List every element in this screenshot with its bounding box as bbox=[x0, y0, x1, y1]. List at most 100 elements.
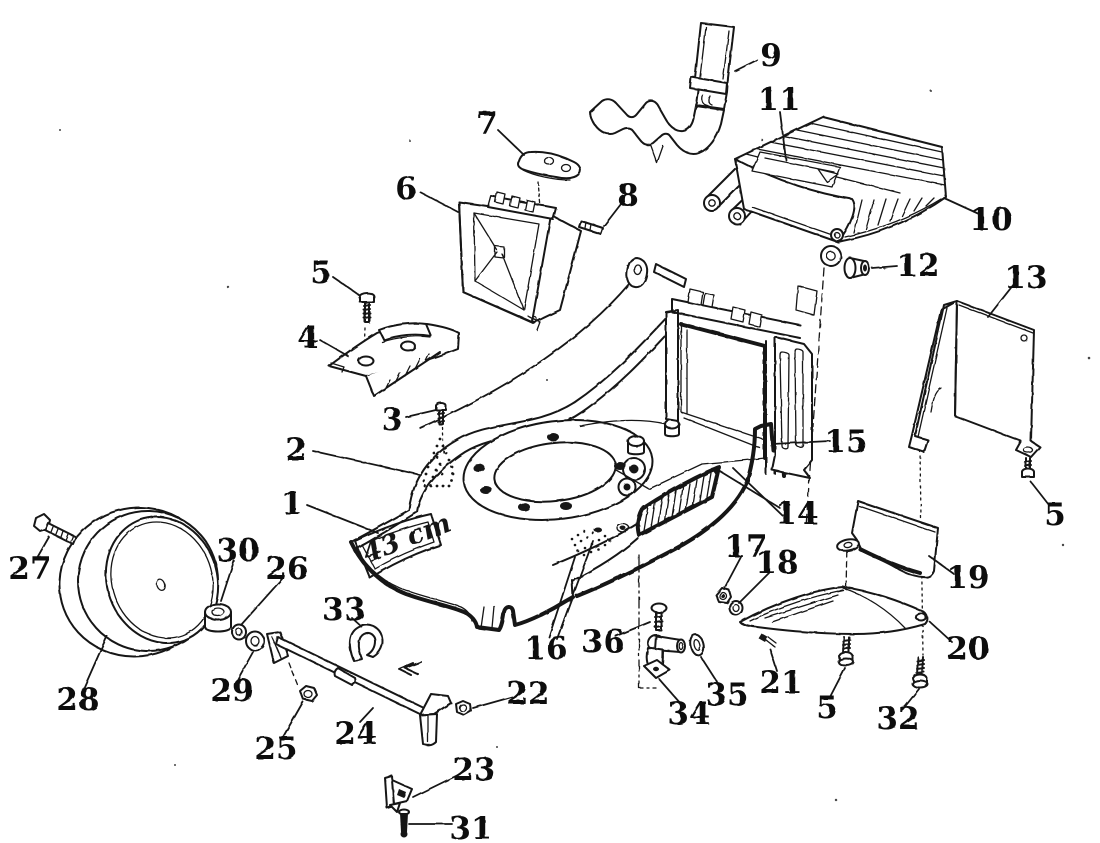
part-24-axle bbox=[266, 631, 452, 747]
deck-size-panel-outer bbox=[354, 513, 442, 579]
deck-rim-left-inner bbox=[355, 511, 418, 550]
part-label-28: 28 bbox=[56, 682, 99, 718]
bushing30-top bbox=[204, 603, 232, 621]
part-label-6: 6 bbox=[395, 171, 417, 207]
deck-rim-curve-outer bbox=[408, 311, 673, 511]
plate-bump bbox=[400, 340, 416, 352]
part-label-9: 9 bbox=[760, 38, 782, 74]
drawing-root: 43 cm bbox=[8, 22, 1091, 843]
part-15-channel bbox=[771, 336, 813, 479]
deck-boss-a-hole bbox=[629, 464, 639, 474]
screw32-shank bbox=[916, 656, 925, 676]
screw32-flange bbox=[911, 679, 929, 689]
leader-line-part-17 bbox=[723, 556, 742, 590]
deck-size-panel-inner bbox=[361, 521, 435, 570]
part-28-wheel bbox=[58, 506, 220, 658]
part-label-14: 14 bbox=[775, 496, 818, 532]
nut17-hole bbox=[718, 591, 728, 601]
deck-cylinder-bosses bbox=[627, 418, 680, 456]
deflector-eyelet-hole bbox=[843, 541, 853, 549]
frame-opening-inner bbox=[680, 323, 766, 449]
screw5b-shank bbox=[1024, 457, 1032, 471]
part-label-5: 5 bbox=[310, 255, 332, 291]
leader-line-part-4 bbox=[319, 339, 349, 357]
cover-arm-a-hole bbox=[708, 199, 716, 207]
leader-line-part-12 bbox=[871, 265, 898, 269]
leader-line-part-30 bbox=[220, 560, 235, 602]
part-label-5: 5 bbox=[1044, 497, 1066, 533]
cover-recess-panel bbox=[751, 151, 841, 188]
part-8-pin bbox=[578, 220, 604, 235]
deck-rim-left-outer bbox=[350, 509, 410, 543]
screw3-head-side bbox=[435, 405, 447, 411]
ring-platform-edges bbox=[579, 419, 766, 490]
screw5a-shank bbox=[363, 301, 371, 323]
cover-arm-b-hole bbox=[733, 212, 741, 220]
axle-right-tab bbox=[419, 693, 452, 716]
leader-line-part-24 bbox=[359, 707, 374, 723]
elbow-flange-hole bbox=[653, 666, 659, 672]
leader-line-part-3 bbox=[405, 409, 437, 418]
dashdot-axis-elbow bbox=[638, 554, 657, 689]
deck-size-marking: 43 cm bbox=[358, 508, 455, 570]
part-6-chute bbox=[458, 191, 582, 331]
frame-opening-dark-edge bbox=[679, 322, 767, 460]
leader-line-part-29 bbox=[237, 651, 254, 680]
dashed-axis-axle bbox=[288, 662, 299, 687]
plate-curb-face bbox=[381, 335, 431, 343]
nut35-hole bbox=[693, 638, 701, 652]
leader-line-part-8 bbox=[603, 203, 622, 227]
cover-hinge-eye-1 bbox=[830, 228, 844, 242]
part-label-25: 25 bbox=[254, 731, 297, 767]
hinge-pin-parts bbox=[625, 257, 687, 289]
hinge-pin-leader-line bbox=[419, 283, 630, 429]
nut22-hex bbox=[455, 700, 472, 716]
guard-fold bbox=[954, 301, 958, 417]
part-16-dotted-patch bbox=[570, 527, 612, 557]
chute-foot-hole bbox=[530, 315, 538, 323]
wheel-rim-ring bbox=[110, 521, 214, 639]
skirt-bolt-detail-1-hole bbox=[620, 526, 626, 530]
part-10-cover bbox=[703, 116, 947, 267]
screw3-shank bbox=[437, 409, 445, 425]
frame-left-post bbox=[665, 309, 679, 422]
screw36-shank bbox=[654, 611, 663, 631]
channel-slot-2 bbox=[794, 348, 804, 448]
leader-line-part-5 bbox=[829, 667, 846, 698]
part-9-bracket bbox=[589, 22, 735, 164]
part-5-screw-bottom bbox=[837, 636, 855, 667]
part-35-nut bbox=[689, 633, 705, 657]
leader-line-part-25 bbox=[282, 701, 304, 738]
nut17-hole-dark bbox=[721, 594, 725, 598]
screw31-tip bbox=[400, 830, 408, 838]
part-label-30: 30 bbox=[216, 533, 259, 569]
cover-clip bbox=[817, 168, 839, 183]
part-1-deck: 43 cm bbox=[349, 285, 818, 632]
frame-beam-tabs-left bbox=[687, 288, 715, 308]
bracket9-strap-inner bbox=[699, 26, 730, 80]
leader-line-part-35 bbox=[700, 656, 720, 686]
cover-right-ribs bbox=[853, 197, 935, 234]
plate-tip-tab bbox=[330, 362, 345, 373]
bushing-hole bbox=[863, 264, 867, 272]
plate-flange bbox=[365, 351, 441, 397]
part-label-19: 19 bbox=[946, 560, 989, 596]
screw31-shank bbox=[400, 813, 408, 832]
part-21-screw bbox=[758, 633, 777, 648]
clip33-outline bbox=[348, 624, 384, 662]
dashed-axis-deflector bbox=[845, 540, 848, 593]
bracket23-slot bbox=[397, 789, 406, 798]
part-label-17: 17 bbox=[724, 529, 767, 565]
nut25-hole bbox=[303, 689, 313, 699]
deflector-eyelet bbox=[836, 538, 860, 552]
leader-line-part-15 bbox=[771, 440, 831, 445]
screw21-shank bbox=[765, 636, 777, 648]
scan-speckles bbox=[59, 90, 1091, 802]
plate-hole bbox=[357, 355, 375, 367]
skirt-bolt-detail-1 bbox=[616, 523, 630, 533]
part-label-20: 20 bbox=[946, 631, 989, 667]
cover-bottom-double bbox=[751, 198, 942, 239]
bracket9-band bbox=[689, 76, 728, 95]
